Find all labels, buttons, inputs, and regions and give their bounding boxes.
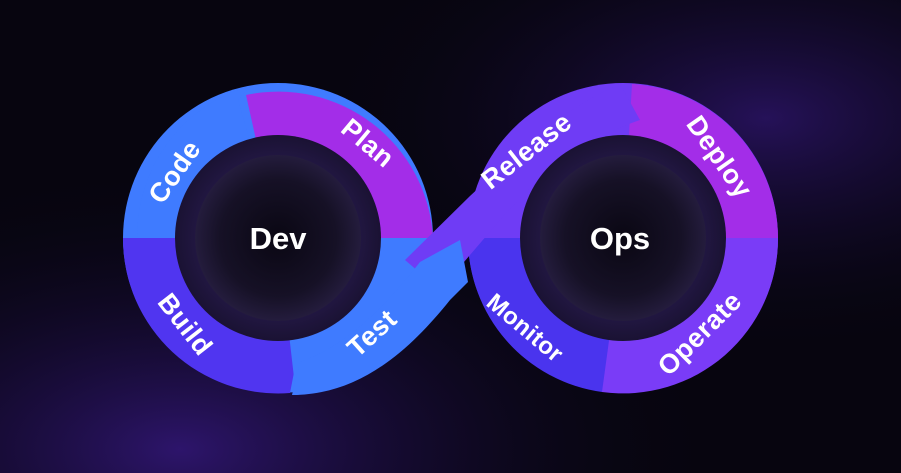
ops-hub-label: Ops xyxy=(590,221,650,256)
ops-hub xyxy=(540,155,706,321)
dev-hub-label: Dev xyxy=(250,221,308,256)
release-crossover-band xyxy=(405,84,640,290)
test-crossover-band xyxy=(292,240,468,395)
dev-hub xyxy=(195,155,361,321)
